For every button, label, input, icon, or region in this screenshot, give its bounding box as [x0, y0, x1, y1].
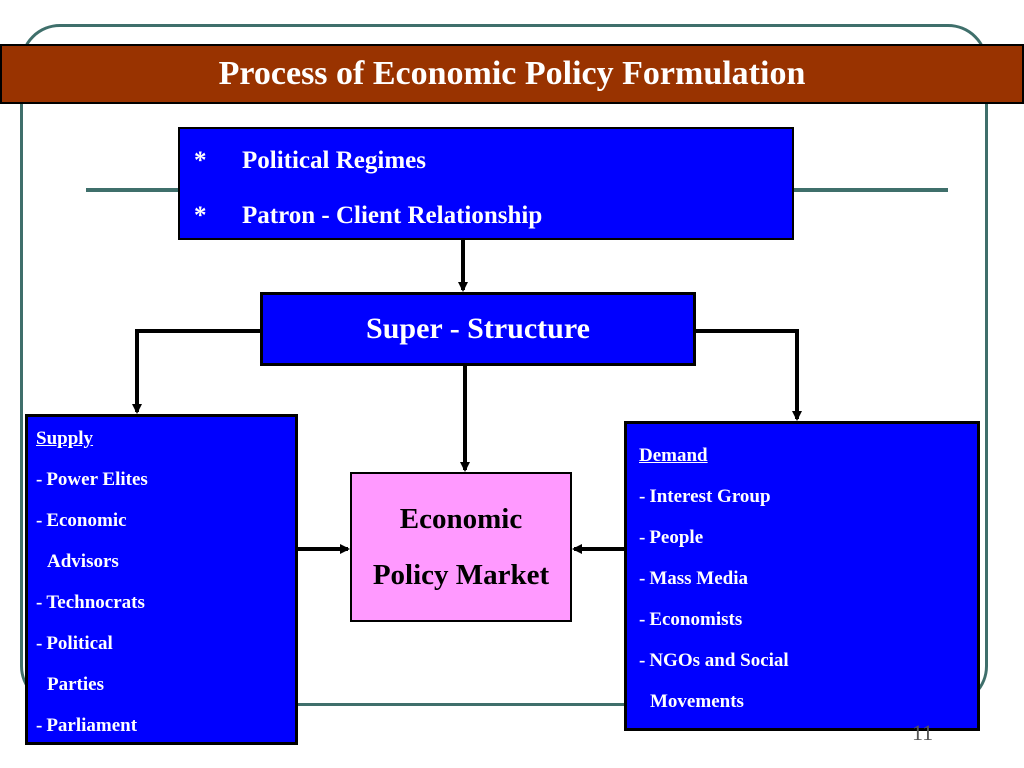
title-bar: Process of Economic Policy Formulation — [0, 44, 1024, 104]
supply-heading: Supply — [36, 428, 94, 449]
context-item: * Patron - Client Relationship — [194, 202, 792, 230]
slide-title: Process of Economic Policy Formulation — [218, 55, 806, 92]
supply-item: -Power Elites — [36, 468, 295, 492]
context-item-label: Political Regimes — [242, 147, 426, 174]
demand-item: -NGOs and Social — [639, 649, 977, 673]
dash-bullet: - — [639, 486, 646, 507]
demand-item-label: Mass Media — [649, 568, 749, 589]
dash-bullet: - — [639, 568, 646, 589]
demand-item: -People — [639, 526, 977, 550]
demand-box: Demand -Interest Group-People-Mass Media… — [624, 421, 980, 731]
demand-item-label: NGOs and Social — [649, 650, 789, 671]
divider-right — [794, 188, 948, 192]
superstructure-box: Super - Structure — [260, 292, 696, 366]
supply-item-label: Parliament — [46, 715, 138, 736]
supply-item: -Political — [36, 632, 295, 656]
demand-item-label: Economists — [649, 609, 743, 630]
demand-item: -Mass Media — [639, 567, 977, 591]
market-label-line2: Policy Market — [372, 559, 550, 591]
supply-item: -Technocrats — [36, 591, 295, 615]
demand-item-label: Movements — [650, 691, 744, 712]
arrow-superstructure-to-supply — [132, 329, 260, 414]
context-item: * Political Regimes — [194, 147, 792, 175]
dash-bullet: - — [36, 510, 43, 531]
demand-item: -Economists — [639, 608, 977, 632]
economic-policy-market-box: Economic Policy Market — [350, 472, 572, 622]
supply-item-label: Parties — [47, 674, 104, 695]
demand-item: -Interest Group — [639, 485, 977, 509]
dash-bullet: - — [36, 469, 43, 490]
supply-item: Advisors — [36, 550, 295, 574]
bullet-icon: * — [194, 202, 207, 229]
divider-left — [86, 188, 178, 192]
dash-bullet: - — [639, 527, 646, 548]
dash-bullet: - — [36, 633, 43, 654]
supply-item-label: Advisors — [47, 551, 119, 572]
supply-item-label: Power Elites — [46, 469, 148, 490]
demand-item: Movements — [639, 690, 977, 714]
demand-list: -Interest Group-People-Mass Media-Econom… — [639, 485, 977, 714]
bullet-icon: * — [194, 147, 207, 174]
dash-bullet: - — [36, 592, 43, 613]
supply-item: Parties — [36, 673, 295, 697]
dash-bullet: - — [639, 609, 646, 630]
demand-item-label: Interest Group — [649, 486, 771, 507]
supply-item: -Economic — [36, 509, 295, 533]
context-item-label: Patron - Client Relationship — [242, 202, 543, 229]
supply-item-label: Economic — [46, 510, 127, 531]
supply-item: -Parliament — [36, 714, 295, 738]
demand-item-label: People — [649, 527, 704, 548]
supply-item-label: Political — [46, 633, 113, 654]
arrow-superstructure-to-demand — [696, 329, 802, 421]
demand-heading: Demand — [639, 445, 708, 466]
dash-bullet: - — [639, 650, 646, 671]
slide-frame — [20, 24, 988, 706]
dash-bullet: - — [36, 715, 43, 736]
supply-item-label: Technocrats — [46, 592, 145, 613]
superstructure-label: Super - Structure — [366, 312, 590, 345]
market-label-line1: Economic — [399, 503, 523, 535]
page-number: 11 — [912, 720, 934, 745]
context-box: * Political Regimes * Patron - Client Re… — [178, 127, 794, 240]
